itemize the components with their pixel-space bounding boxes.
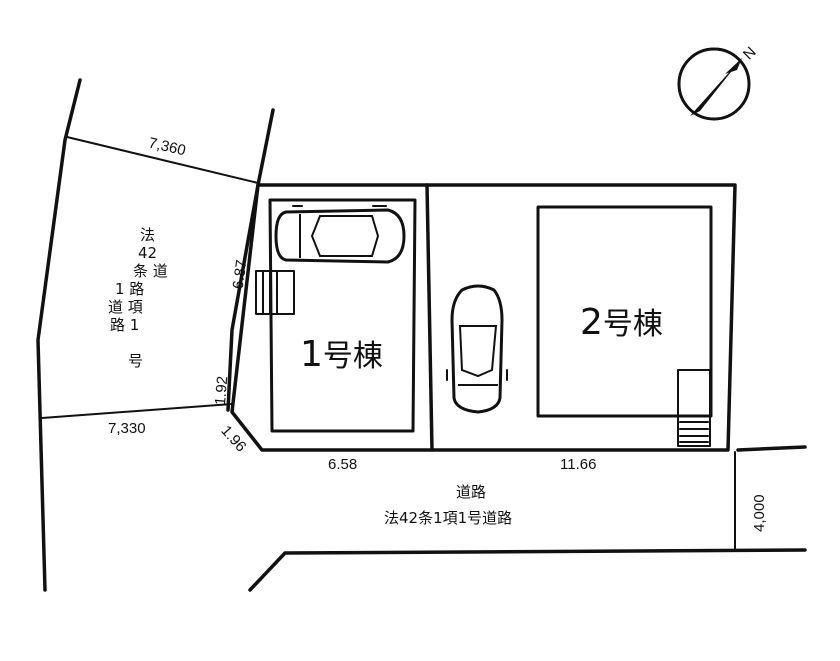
front-road-right-edge: [736, 445, 807, 452]
side-road-label: 法 42 条 道 1 路 道 項 路 1 号: [108, 226, 168, 370]
building-2-footprint: [536, 205, 713, 418]
dimension-left-side: 6.87: [230, 259, 251, 290]
front-road-title: 道路: [456, 483, 486, 501]
building-2-label: 2号棟: [580, 302, 663, 343]
entrance-steps-1: [255, 270, 295, 315]
building-1-label: 1号棟: [300, 334, 383, 375]
dimension-corner-upper: 1.92: [212, 375, 231, 406]
lot-divider: [425, 183, 434, 452]
north-label: N: [740, 44, 760, 64]
entrance-steps-2: [677, 369, 711, 447]
side-road-edge: [226, 108, 275, 412]
north-arrow-icon: N: [677, 44, 760, 121]
svg-text:法: 法: [140, 226, 155, 244]
dimension-line-top: [66, 136, 259, 184]
dimension-top-frontage: 7,360: [147, 134, 187, 159]
front-road-far-edge: [248, 548, 807, 592]
svg-text:条 道: 条 道: [133, 262, 168, 280]
dimension-lot2-front: 11.66: [560, 456, 596, 473]
car-icon: [446, 284, 508, 414]
svg-text:42: 42: [138, 244, 157, 262]
site-boundary: [230, 183, 737, 452]
car-icon: [274, 205, 406, 264]
svg-text:路 1: 路 1: [110, 316, 139, 334]
dimension-road-width: 4,000: [751, 494, 768, 532]
svg-text:道 項: 道 項: [108, 298, 143, 316]
parking-frame-1: [268, 198, 417, 433]
front-road-classification: 法42条1項1号道路: [384, 509, 512, 527]
dimension-line-bottom: [41, 403, 233, 419]
svg-text:1 路: 1 路: [115, 280, 144, 298]
dimension-lot1-front: 6.58: [328, 456, 357, 473]
svg-text:号: 号: [128, 352, 143, 370]
left-road-boundary: [36, 78, 82, 592]
dimension-bottom-frontage: 7,330: [108, 420, 146, 437]
